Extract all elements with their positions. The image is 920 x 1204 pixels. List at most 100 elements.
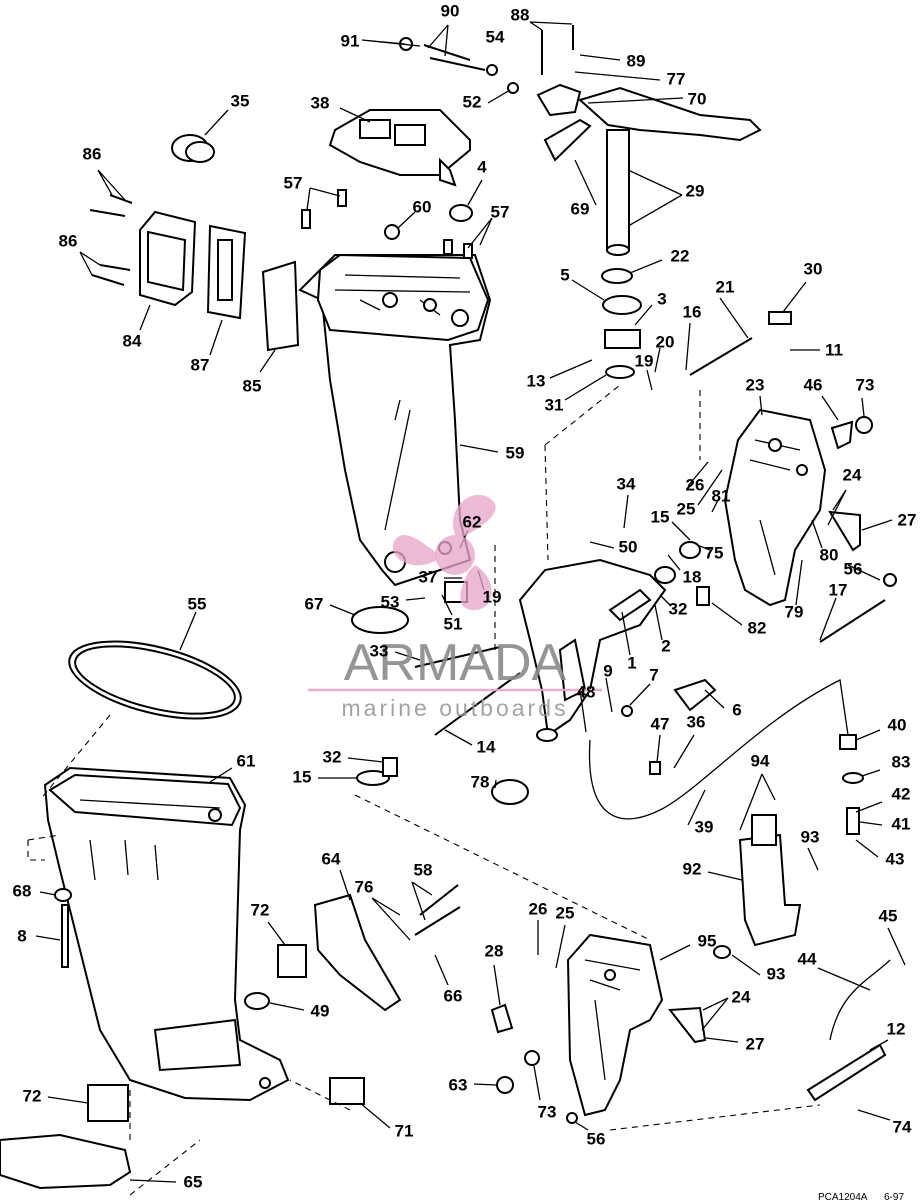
- part-label-89: 89: [627, 51, 646, 70]
- part-label-95: 95: [698, 931, 717, 950]
- part-label-17: 17: [829, 580, 848, 599]
- part-label-25: 25: [677, 499, 696, 518]
- part-label-54: 54: [486, 27, 505, 46]
- part-label-78: 78: [471, 772, 490, 791]
- part-label-57: 57: [284, 173, 303, 192]
- tilt-tube-14: [414, 646, 521, 736]
- watermark-logo: ARMADA marine outboards: [308, 494, 602, 721]
- part-label-8: 8: [17, 926, 26, 945]
- part-label-9: 9: [603, 661, 612, 680]
- part-label-19: 19: [483, 587, 502, 606]
- drawing-date: 6-97: [884, 1192, 904, 1203]
- part-label-46: 46: [804, 375, 823, 394]
- part-label-93: 93: [767, 964, 786, 983]
- part-label-22: 22: [671, 246, 690, 265]
- part-label-36: 36: [687, 712, 706, 731]
- drawing-code: PCA1204A: [818, 1192, 868, 1203]
- part-label-73: 73: [856, 375, 875, 394]
- part-label-24: 24: [843, 465, 862, 484]
- part-label-87: 87: [191, 355, 210, 374]
- screws-57: [301, 189, 473, 259]
- part-label-85: 85: [243, 376, 262, 395]
- part-label-80: 80: [820, 545, 839, 564]
- lower-housing-61: [43, 766, 290, 1102]
- part-label-26: 26: [686, 475, 705, 494]
- misc-parts: [54, 311, 891, 1124]
- part-label-25: 25: [556, 903, 575, 922]
- part-label-66: 66: [444, 986, 463, 1005]
- part-label-39: 39: [695, 817, 714, 836]
- part-label-47: 47: [651, 714, 670, 733]
- part-label-61: 61: [237, 751, 256, 770]
- part-label-41: 41: [892, 814, 911, 833]
- part-label-35: 35: [231, 91, 250, 110]
- assembly-dash-lines: [27, 384, 821, 1196]
- part-label-68: 68: [13, 881, 32, 900]
- tilt-cylinder-92: [738, 814, 802, 947]
- part-label-21: 21: [716, 277, 735, 296]
- part-label-7: 7: [649, 665, 658, 684]
- part-label-93: 93: [801, 827, 820, 846]
- part-label-91: 91: [341, 31, 360, 50]
- steering-arm-29: [536, 83, 762, 256]
- anode-65: [0, 1133, 132, 1190]
- part-label-74: 74: [893, 1117, 912, 1136]
- part-label-34: 34: [617, 474, 636, 493]
- part-label-51: 51: [444, 614, 463, 633]
- part-label-5: 5: [560, 265, 569, 284]
- tilt-lock-rod-17: [819, 573, 897, 643]
- part-label-72: 72: [251, 900, 270, 919]
- part-label-40: 40: [888, 715, 907, 734]
- part-label-12: 12: [887, 1019, 906, 1038]
- part-label-67: 67: [305, 594, 324, 613]
- part-label-59: 59: [506, 443, 525, 462]
- part-label-86: 86: [59, 231, 78, 250]
- part-label-15: 15: [651, 507, 670, 526]
- part-label-92: 92: [683, 859, 702, 878]
- part-label-2: 2: [661, 636, 670, 655]
- part-label-26: 26: [529, 899, 548, 918]
- part-label-58: 58: [414, 860, 433, 879]
- grommet-35: [171, 134, 215, 163]
- part-label-48: 48: [577, 682, 596, 701]
- part-label-43: 43: [886, 849, 905, 868]
- part-label-56: 56: [587, 1129, 606, 1148]
- leader-lines: [35, 21, 906, 1183]
- stern-bracket-23: [723, 408, 827, 607]
- part-label-63: 63: [449, 1075, 468, 1094]
- steering-bushings: [399, 25, 642, 379]
- part-label-52: 52: [463, 92, 482, 111]
- part-label-57: 57: [491, 202, 510, 221]
- part-label-94: 94: [751, 751, 770, 770]
- part-label-69: 69: [571, 199, 590, 218]
- part-label-82: 82: [748, 618, 767, 637]
- part-label-62: 62: [463, 512, 482, 531]
- watermark-tagline: marine outboards: [342, 695, 569, 721]
- part-label-28: 28: [485, 941, 504, 960]
- part-label-11: 11: [825, 340, 843, 359]
- part-label-70: 70: [688, 89, 707, 108]
- watermark-brand: ARMADA: [344, 634, 567, 692]
- part-label-76: 76: [355, 877, 374, 896]
- part-label-16: 16: [683, 302, 702, 321]
- part-label-15: 15: [293, 767, 312, 786]
- part-label-42: 42: [892, 784, 911, 803]
- part-label-37: 37: [419, 567, 438, 586]
- cable-39: [588, 679, 864, 835]
- part-label-44: 44: [798, 949, 817, 968]
- part-label-79: 79: [785, 602, 804, 621]
- part-label-6: 6: [732, 700, 741, 719]
- part-label-83: 83: [892, 752, 911, 771]
- part-label-77: 77: [667, 69, 686, 88]
- part-label-30: 30: [804, 259, 823, 278]
- gasket-ring-55: [68, 640, 242, 720]
- part-label-32: 32: [323, 747, 342, 766]
- part-label-31: 31: [545, 395, 564, 414]
- part-label-86: 86: [83, 144, 102, 163]
- adapter-plate-38: [328, 109, 471, 187]
- part-label-20: 20: [656, 332, 675, 351]
- part-label-27: 27: [746, 1034, 765, 1053]
